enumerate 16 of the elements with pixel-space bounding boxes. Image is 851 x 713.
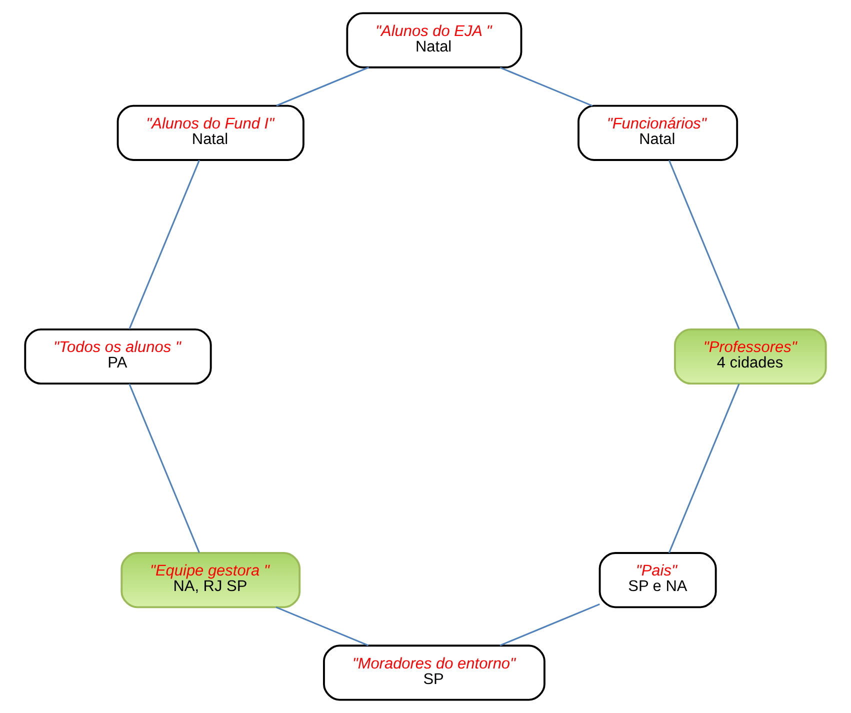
node-box: "Alunos do Fund I" Natal [116,104,304,161]
connector [128,160,200,330]
connector [668,384,740,554]
node-box: "Funcionários" Natal [578,104,738,161]
node-box: "Alunos do EJA " Natal [346,12,522,68]
node-box: "Moradores do entorno" SP [323,644,546,701]
connector [500,66,593,107]
connector [500,603,600,646]
node-box: "Equipe gestora " NA, RJ SP [120,552,301,608]
connector [668,160,740,330]
node-box: "Pais" SP e NA [598,552,717,608]
node-box: "Professores" 4 cidades [674,328,827,385]
connector [276,606,369,646]
node-box: "Todos os alunos " PA [24,328,212,385]
connector [128,384,200,553]
connector [276,66,370,106]
